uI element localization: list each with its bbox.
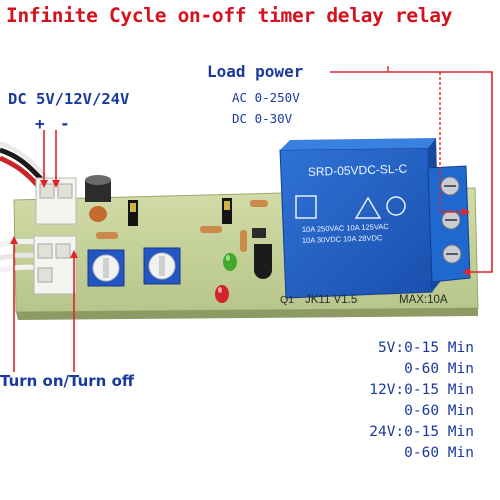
ceramic-capacitor <box>89 206 107 222</box>
relay-rating-2: 10A 30VDC 10A 28VDC <box>302 233 383 245</box>
resistors <box>96 200 268 252</box>
spec-row: 5V:0-15 Min <box>304 340 474 361</box>
spec-range: 0-60 Min <box>404 403 474 419</box>
switch-connector <box>33 235 77 295</box>
spec-voltage: 12V: <box>369 382 405 398</box>
load-power-label: Load power <box>207 62 304 81</box>
spec-range: 0-15 Min <box>404 340 474 356</box>
spec-range: 0-60 Min <box>404 361 474 377</box>
board-q1-label: Q1 <box>280 294 294 306</box>
dc-voltage-label: DC 5V/12V/24V <box>8 90 130 108</box>
spec-range: 0-15 Min <box>404 424 474 440</box>
spec-range: 0-15 Min <box>404 382 474 398</box>
spec-row: 0-60 Min <box>304 445 474 466</box>
jumper-block-2 <box>222 198 232 224</box>
dc-input-arrows <box>40 130 60 188</box>
transistor <box>254 244 272 279</box>
load-power-arrows <box>330 66 493 276</box>
relay: SRD-05VDC-SL-C 10A 250VAC 10A 125VAC 10A… <box>279 138 440 299</box>
spec-row: 0-60 Min <box>304 403 474 424</box>
terminal-block <box>427 165 471 283</box>
smd-chip <box>252 228 266 238</box>
load-ac-range: AC 0-250V <box>232 90 300 105</box>
spec-range: 0-60 Min <box>404 445 474 461</box>
minus-sign: - <box>60 114 70 133</box>
load-dc-range: DC 0-30V <box>232 111 293 126</box>
page-title: Infinite Cycle on-off timer delay relay <box>6 4 453 27</box>
plus-sign: + <box>35 114 45 133</box>
potentiometer-1 <box>87 249 125 287</box>
spec-row: 24V:0-15 Min <box>304 424 474 445</box>
timing-specs: 5V:0-15 Min 0-60 Min 12V:0-15 Min 0-60 M… <box>304 340 474 466</box>
spec-voltage: 24V: <box>369 424 405 440</box>
relay-model-text: SRD-05VDC-SL-C <box>308 162 408 179</box>
jumper-block-1 <box>128 200 138 226</box>
spec-row: 0-60 Min <box>304 361 474 382</box>
red-led <box>215 285 229 303</box>
relay-rating-1: 10A 250VAC 10A 125VAC <box>302 222 390 234</box>
capacitor <box>85 175 111 202</box>
potentiometer-2 <box>143 247 181 285</box>
board-model-label: JK11 V1.5 <box>305 294 357 306</box>
turn-on-off-label: Turn on/Turn off <box>0 372 135 390</box>
spec-row: 12V:0-15 Min <box>304 382 474 403</box>
switch-arrows <box>10 236 78 372</box>
green-led <box>223 253 237 271</box>
board-max-label: MAX:10A <box>399 294 448 306</box>
spec-voltage: 5V: <box>377 340 405 356</box>
